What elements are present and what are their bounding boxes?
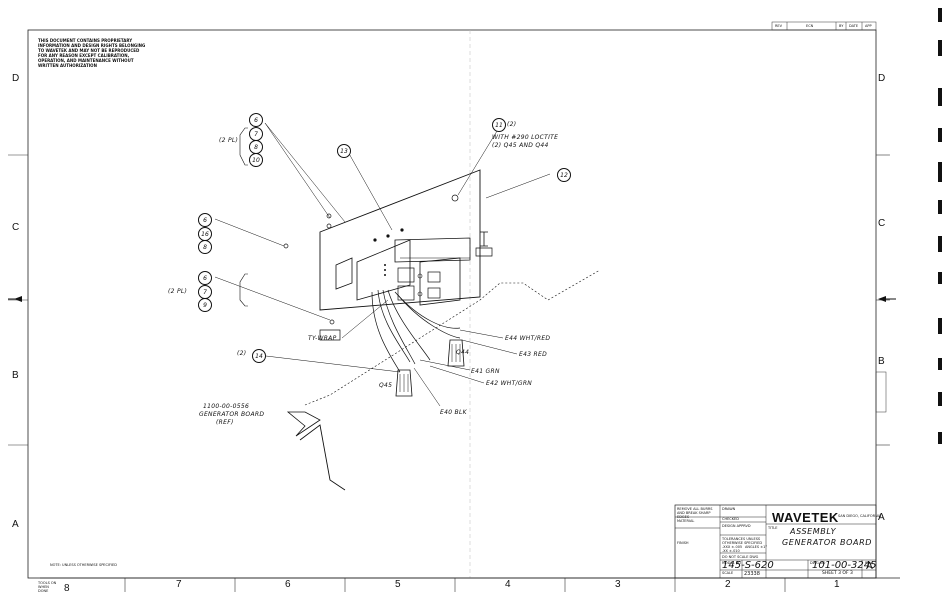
zone-left-a: A	[12, 519, 19, 530]
zone-bottom-1: 1	[834, 579, 840, 590]
zone-bottom-3: 3	[615, 579, 621, 590]
ty-wrap-label: TY-WRAP	[308, 335, 337, 342]
zone-bottom-2: 2	[725, 579, 731, 590]
drawing-number: 101-00-3245	[812, 560, 877, 571]
tb-dwg-no-label: DWG NO	[810, 561, 826, 565]
tb-tol-xx: .XX ±.010	[722, 549, 740, 553]
e43-label: E43 RED	[519, 351, 548, 358]
bottom-stamp: TOOLS ON WHEN DONE	[38, 581, 57, 593]
callout-9: 9	[198, 298, 212, 312]
e40-label: E40 BLK	[440, 409, 467, 416]
tb-design-approved: DESIGN APPRVD	[722, 524, 751, 528]
zone-right-a: A	[878, 512, 885, 523]
e42-label: E42 WHT/GRN	[486, 380, 533, 387]
tb-tol-xxx: .XXX ±.005	[722, 545, 743, 549]
rev-header-app: APP	[865, 24, 872, 28]
callout-11: 11	[492, 118, 506, 132]
tb-angles: ANGLES ±1°	[745, 545, 768, 549]
company-location: SAN DIEGO, CALIFORNIA	[838, 514, 882, 518]
ref-generator-board: GENERATOR BOARD	[199, 411, 265, 418]
tb-model-no-label: MODEL NO	[722, 561, 742, 565]
callout-7-low: 7	[198, 285, 212, 299]
callout-7-top: 7	[249, 127, 263, 141]
e44-label: E44 WHT/RED	[505, 335, 551, 342]
loctite-note-line1: WITH #290 LOCTITE	[492, 134, 559, 141]
q44-transistor	[447, 339, 465, 367]
right-center-arrow	[878, 296, 886, 302]
q45-label: Q45	[379, 382, 393, 389]
ref-part-number: 1100-00-0556	[203, 403, 250, 410]
tb-finish: FINISH	[677, 541, 689, 545]
zone-right-c: C	[878, 218, 886, 229]
tb-checked: CHECKED	[722, 517, 739, 521]
zone-bottom-8: 8	[64, 583, 70, 594]
zone-bottom-7: 7	[176, 579, 182, 590]
title-block-frame	[674, 504, 877, 579]
loctite-note-line2: (2) Q45 AND Q44	[492, 142, 549, 149]
drawing-title-line2: GENERATOR BOARD	[782, 538, 873, 547]
proprietary-notice: This document contains proprietary infor…	[38, 38, 146, 68]
drawing-revision: A	[866, 561, 873, 572]
zone-left-b: B	[12, 370, 19, 381]
two-places-label-top: (2 PL)	[219, 137, 239, 144]
tb-material: MATERIAL	[677, 519, 695, 523]
tb-scale: SCALE	[722, 571, 734, 575]
sheet-number: SHEET 3 OF 3	[822, 571, 853, 576]
tb-drawn: DRAWN	[722, 507, 736, 511]
rev-header-rev: REV	[775, 24, 783, 28]
ref-label: (REF)	[216, 419, 234, 426]
e41-label: E41 GRN	[471, 368, 500, 375]
callout-13: 13	[337, 144, 351, 158]
callout-8-mid: 8	[198, 240, 212, 254]
model-number: 145-S-620	[722, 560, 774, 571]
q45-transistor	[395, 369, 413, 397]
zone-bottom-6: 6	[285, 579, 291, 590]
callout-11-qty: (2)	[507, 121, 517, 128]
sheet-border	[27, 29, 877, 579]
callout-8-top: 8	[249, 140, 263, 154]
tb-tolerances: TOLERANCES UNLESS OTHERWISE SPECIFIED	[722, 537, 763, 545]
callout-16: 16	[198, 227, 212, 241]
callout-6-top: 6	[249, 113, 263, 127]
zone-bottom-4: 4	[505, 579, 511, 590]
callout-14-qty: (2)	[237, 350, 247, 357]
rev-header-by: BY	[839, 24, 844, 28]
zone-right-b: B	[878, 356, 885, 367]
zone-left-c: C	[12, 222, 20, 233]
callout-10: 10	[249, 153, 263, 167]
callout-6-mid: 6	[198, 213, 212, 227]
main-plate	[319, 169, 481, 311]
callout-12: 12	[557, 168, 571, 182]
tb-rev-label: REV	[865, 561, 873, 565]
zone-right-d: D	[878, 73, 886, 84]
rev-header-date: DATE	[849, 24, 859, 28]
callout-14: 14	[252, 349, 266, 363]
callout-6-low: 6	[198, 271, 212, 285]
zone-bottom-5: 5	[395, 579, 401, 590]
wavetek-logo: WAVETEK	[772, 510, 839, 525]
q44-label: Q44	[456, 349, 470, 356]
zone-left-d: D	[12, 73, 20, 84]
rev-header-ecn: ECN	[806, 24, 814, 28]
general-note: NOTE: UNLESS OTHERWISE SPECIFIED	[50, 563, 117, 567]
tb-title-label: TITLE	[768, 526, 778, 530]
cage-code: 23338	[744, 571, 760, 577]
tb-do-not-scale: DO NOT SCALE DWG	[722, 555, 759, 559]
two-places-label-low: (2 PL)	[168, 288, 188, 295]
drawing-title-line1: ASSEMBLY	[790, 527, 837, 536]
tb-burrs-note: REMOVE ALL BURRS AND BREAK SHARP EDGES	[677, 507, 713, 519]
